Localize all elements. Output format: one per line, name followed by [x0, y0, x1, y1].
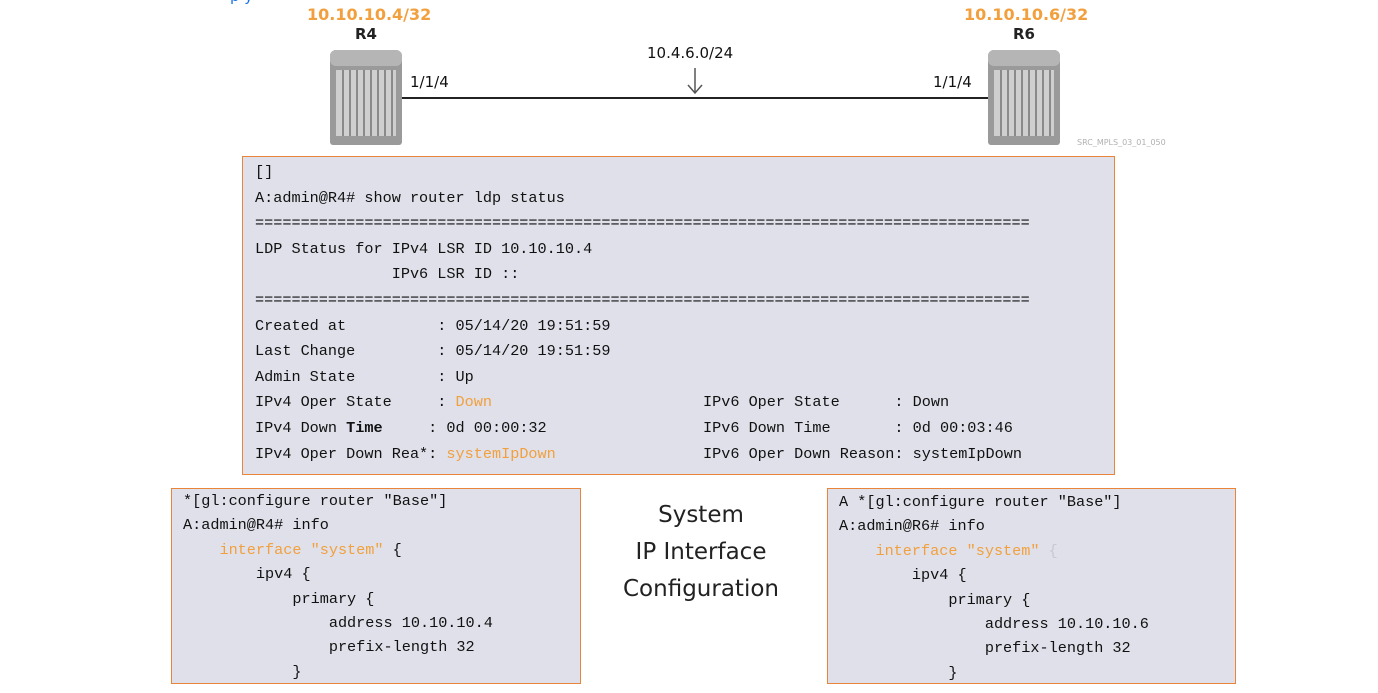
r4-primary-line: primary {	[183, 589, 375, 608]
r4-close-line: }	[183, 662, 302, 681]
separator-line: ========================================…	[255, 214, 1030, 233]
header-ipv6-lsr: IPv6 LSR ID ::	[255, 265, 520, 284]
down-time-row: IPv4 Down Time : 0d 00:00:32 IPv6 Down Ti…	[255, 416, 1100, 442]
r4-interface-line: interface "system" {	[183, 538, 493, 562]
r6-interface-keyword: interface "system"	[839, 541, 1040, 560]
ipv4-reason-value: systemIpDown	[446, 444, 556, 463]
r6-name-label: R6	[1013, 25, 1035, 43]
section-caption: System IP Interface Configuration	[601, 497, 801, 608]
ipv4-oper-state-value: Down	[455, 393, 492, 412]
link-subnet-label: 10.4.6.0/24	[647, 44, 734, 62]
r4-interface-brace: {	[383, 540, 402, 559]
admin-state-line: Admin State : Up	[255, 367, 474, 386]
r6-config-text: A *[gl:configure router "Base"] A:admin@…	[839, 490, 1149, 683]
down-reason-row: IPv4 Oper Down Rea*: systemIpDown IPv6 Op…	[255, 442, 1100, 468]
caption-line-3: Configuration	[623, 576, 779, 602]
r6-interface-line: interface "system" {	[839, 539, 1149, 563]
ldp-status-terminal: [] A:admin@R4# show router ldp status ==…	[242, 156, 1115, 475]
r6-address-line: address 10.10.10.6	[839, 615, 1149, 634]
oper-state-row: IPv4 Oper State : Down IPv6 Oper State : …	[255, 390, 1100, 416]
top-cut-text: p y	[230, 0, 253, 5]
r6-ipv4-line: ipv4 {	[839, 566, 967, 585]
ipv4-reason-label: IPv4 Oper Down Rea*:	[255, 444, 447, 463]
created-at-line: Created at : 05/14/20 19:51:59	[255, 316, 611, 335]
separator-line: ========================================…	[255, 290, 1030, 309]
router-r4-icon	[330, 50, 402, 145]
r4-config-text: *[gl:configure router "Base"] A:admin@R4…	[183, 489, 493, 683]
caption-line-1: System	[658, 502, 744, 528]
subnet-arrow-icon	[687, 68, 703, 95]
r6-interface-brace: {	[1039, 541, 1058, 560]
r6-context-line: A *[gl:configure router "Base"]	[839, 493, 1122, 511]
r4-ip-label: 10.10.10.4/32	[307, 5, 432, 24]
last-change-line: Last Change : 05/14/20 19:51:59	[255, 342, 611, 361]
command-line: A:admin@R4# show router ldp status	[255, 188, 565, 207]
topology-diagram: 10.10.10.4/32 R4 1/1/4 10.10.10.6/32 R6 …	[0, 0, 1378, 155]
r4-name-label: R4	[355, 25, 377, 43]
ipv4-down-time-bold: Time	[346, 418, 383, 437]
image-tag-label: SRC_MPLS_03_01_050	[1077, 138, 1166, 147]
ipv6-oper-state: IPv6 Oper State : Down	[703, 393, 950, 412]
r4-interface-keyword: interface "system"	[183, 540, 384, 559]
r6-config-terminal: A *[gl:configure router "Base"] A:admin@…	[827, 488, 1236, 684]
r4-command-line: A:admin@R4# info	[183, 516, 329, 535]
r4-context-line: *[gl:configure router "Base"]	[183, 492, 448, 510]
r4-prefix-line: prefix-length 32	[183, 638, 475, 657]
prompt-bracket: []	[255, 163, 274, 181]
router-r6-icon	[988, 50, 1060, 145]
ldp-output-text: [] A:admin@R4# show router ldp status ==…	[255, 160, 1100, 467]
r6-primary-line: primary {	[839, 590, 1031, 609]
header-ipv4-lsr: LDP Status for IPv4 LSR ID 10.10.10.4	[255, 239, 593, 258]
r4-ipv4-line: ipv4 {	[183, 565, 311, 584]
r4-address-line: address 10.10.10.4	[183, 614, 493, 633]
r6-close-line: }	[839, 663, 958, 682]
r4-port-label: 1/1/4	[410, 73, 449, 91]
ipv4-down-time-value: : 0d 00:00:32	[382, 418, 547, 437]
ipv4-down-time-label: IPv4 Down	[255, 418, 347, 437]
r6-prefix-line: prefix-length 32	[839, 639, 1131, 658]
ipv6-reason: IPv6 Oper Down Reason: systemIpDown	[703, 444, 1022, 463]
r6-command-line: A:admin@R6# info	[839, 517, 985, 536]
r6-port-label: 1/1/4	[933, 73, 972, 91]
caption-line-2: IP Interface	[635, 539, 767, 565]
ipv6-down-time: IPv6 Down Time : 0d 00:03:46	[703, 418, 1013, 437]
r4-config-terminal: *[gl:configure router "Base"] A:admin@R4…	[171, 488, 581, 684]
ipv4-oper-state-label: IPv4 Oper State :	[255, 393, 456, 412]
topology-svg	[330, 50, 1060, 145]
r6-ip-label: 10.10.10.6/32	[964, 5, 1089, 24]
